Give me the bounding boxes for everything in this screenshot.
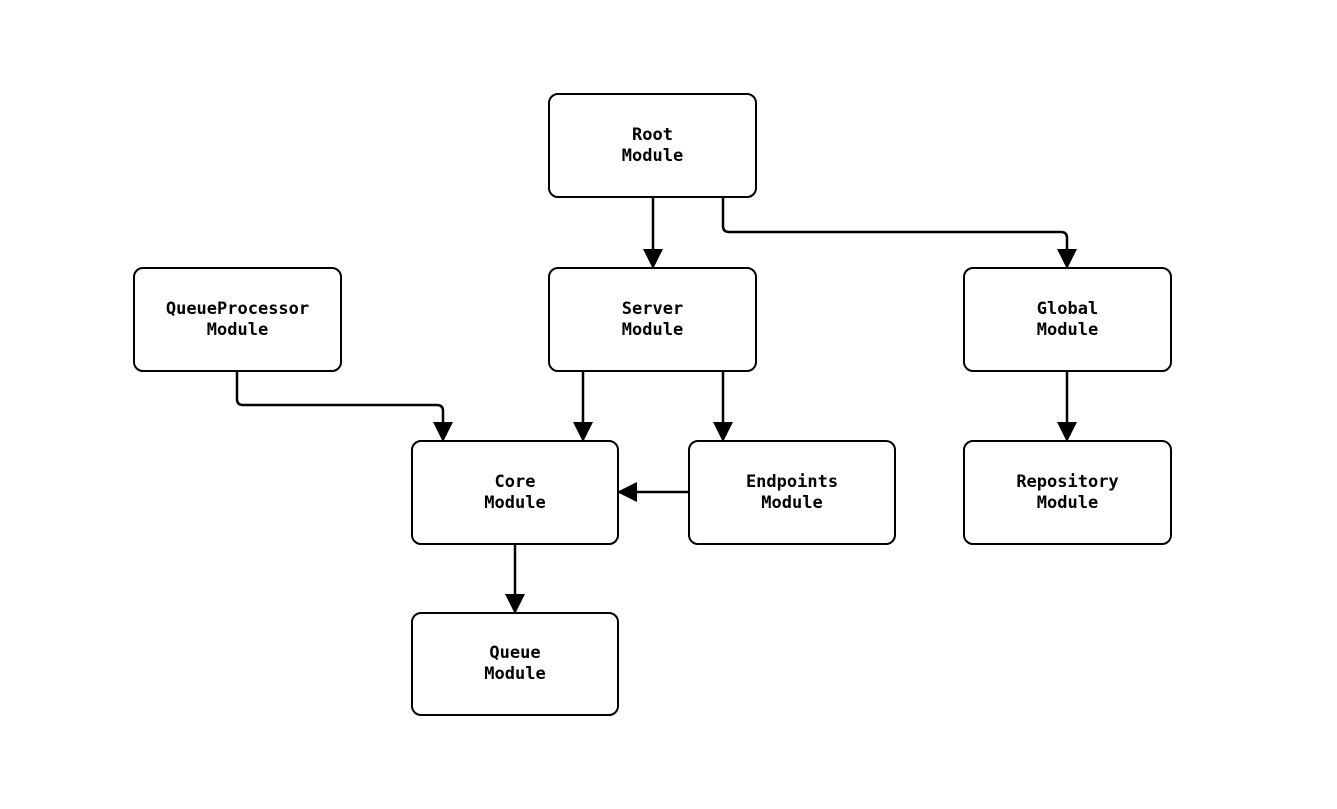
node-label-line: Module	[484, 492, 546, 513]
edge-root-to-global	[721, 198, 1077, 269]
node-label-line: Module	[206, 319, 269, 340]
node-label-line: Module	[1036, 319, 1099, 340]
node-label-line: QueueProcessor	[165, 298, 310, 319]
node-label-line: Module	[621, 145, 684, 166]
node-label-line: Module	[621, 319, 684, 340]
node-label-line: Root	[632, 124, 673, 145]
node-label-line: Module	[484, 664, 546, 684]
node-label-line: Repository	[1016, 471, 1119, 492]
node-label-line: Module	[761, 492, 823, 513]
node-label-line: Queue	[489, 643, 541, 663]
node-label-line: Core	[494, 471, 536, 492]
node-label-line: Endpoints	[745, 471, 839, 492]
node-label-line: Module	[1036, 492, 1099, 513]
node-label-line: Global	[1036, 298, 1099, 319]
edge-queueprocessor-to-core	[235, 372, 453, 442]
node-label-line: Server	[621, 298, 684, 319]
edge-group	[235, 198, 1077, 614]
